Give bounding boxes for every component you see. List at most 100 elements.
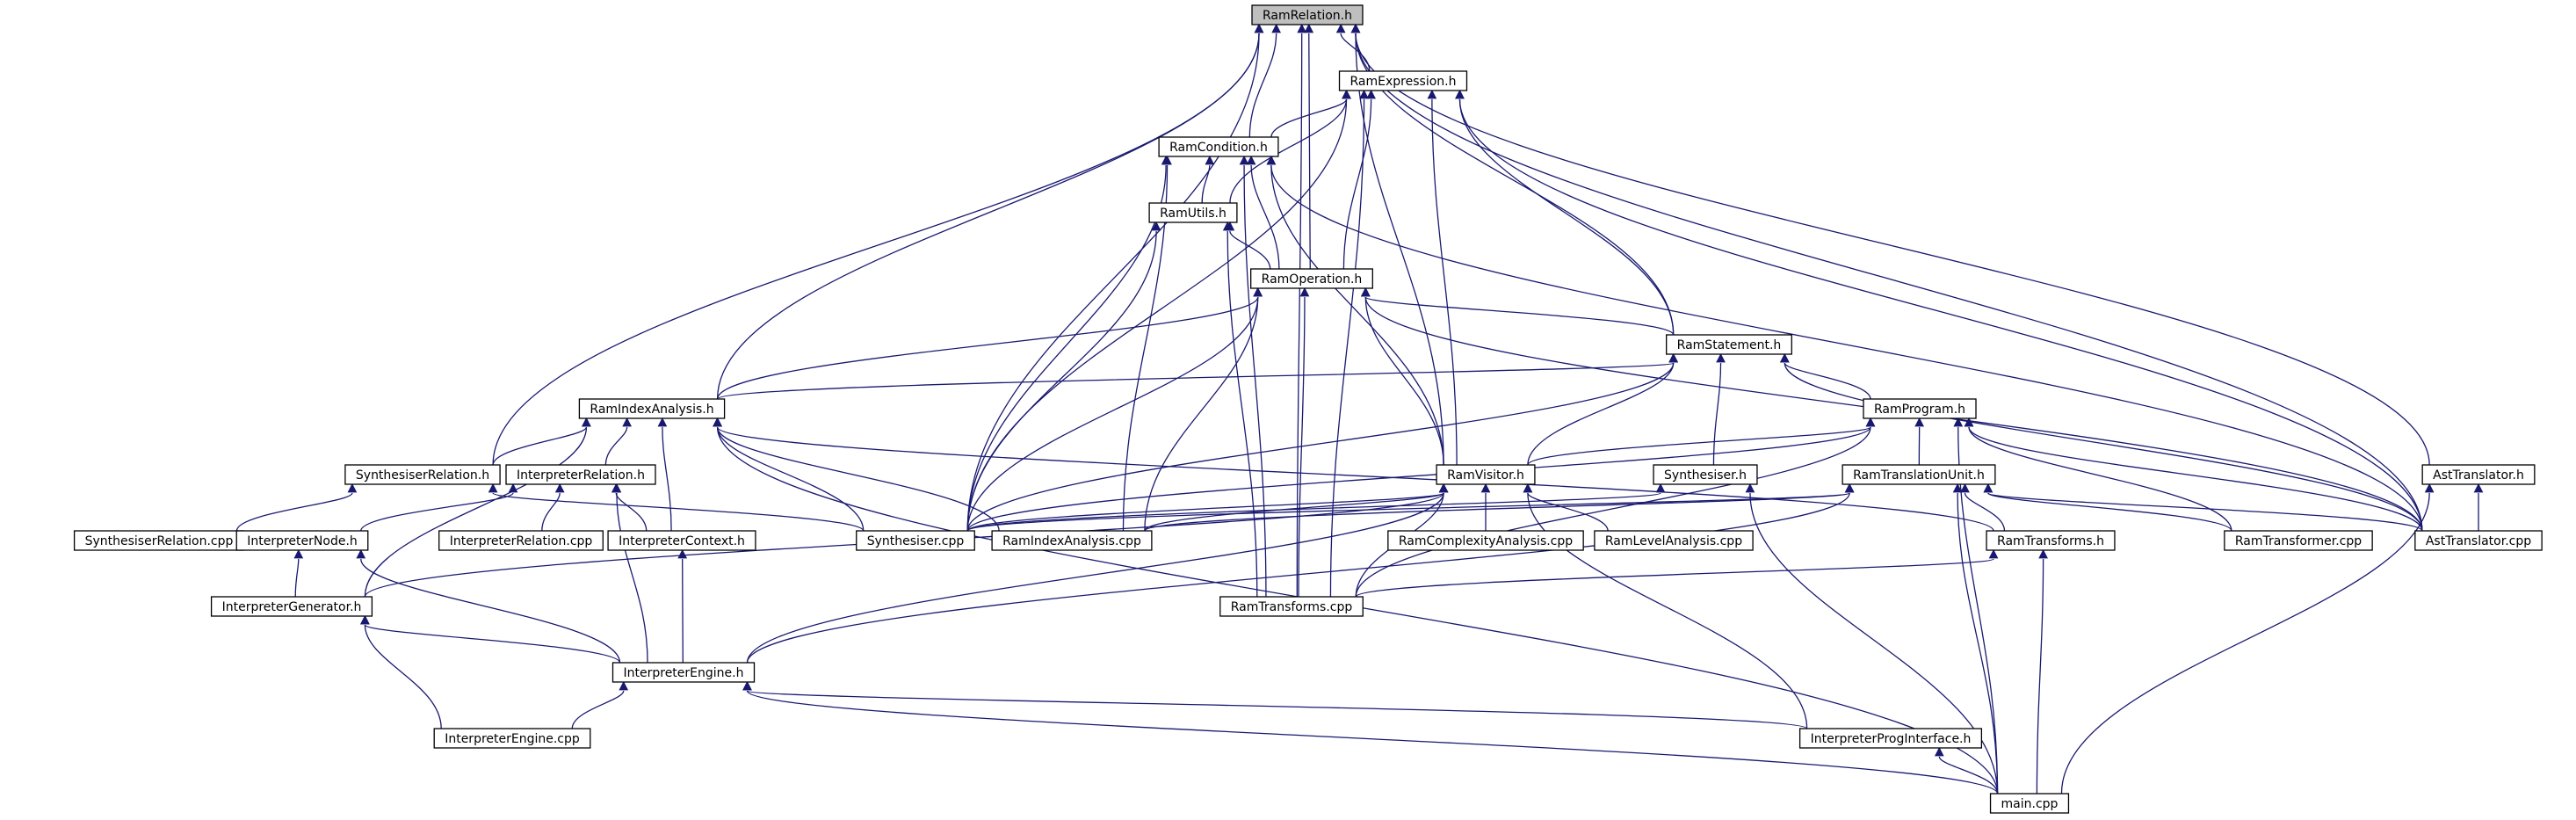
edge-asttranslator-cpp-to-ramprogram bbox=[1964, 417, 2423, 532]
edge-line bbox=[966, 33, 1260, 532]
node-label: InterpreterEngine.cpp bbox=[445, 732, 580, 746]
node-ramprogram[interactable]: RamProgram.h bbox=[1863, 398, 1977, 419]
edge-interpreterengine-h-to-interpretergenerator bbox=[360, 614, 621, 664]
edge-asttranslator-cpp-to-ramtranslationunit bbox=[1983, 483, 2423, 532]
node-label: RamOperation.h bbox=[1262, 272, 1363, 287]
arrowhead bbox=[1455, 89, 1465, 99]
node-ramvisitor[interactable]: RamVisitor.h bbox=[1436, 464, 1536, 485]
node-synthesiserrelation-cpp[interactable]: SynthesiserRelation.cpp bbox=[73, 530, 245, 551]
edge-synthesiser-cpp-to-ramindexanalysis bbox=[713, 417, 865, 532]
node-box bbox=[1158, 136, 1279, 157]
edge-line bbox=[716, 362, 1675, 400]
edge-line bbox=[746, 690, 1999, 795]
node-interpreterengine-h[interactable]: InterpreterEngine.h bbox=[611, 662, 756, 683]
node-synthesiserrelation-h[interactable]: SynthesiserRelation.h bbox=[344, 464, 501, 485]
node-ramcondition[interactable]: RamCondition.h bbox=[1158, 136, 1279, 157]
node-box bbox=[1250, 268, 1373, 289]
node-box bbox=[607, 530, 756, 551]
arrowhead bbox=[1253, 287, 1263, 297]
arrowhead bbox=[1427, 89, 1437, 99]
node-ramcomplexityanalysis[interactable]: RamComplexityAnalysis.cpp bbox=[1387, 530, 1584, 551]
arrowhead bbox=[1668, 352, 1679, 363]
node-ramtranslationunit[interactable]: RamTranslationUnit.h bbox=[1842, 464, 1996, 485]
node-interpretergenerator[interactable]: InterpreterGenerator.h bbox=[210, 596, 373, 617]
edge-interpreternode-to-interpreterrelation-h bbox=[360, 483, 518, 532]
node-ramtransforms-cpp[interactable]: RamTransforms.cpp bbox=[1219, 596, 1364, 617]
edge-interpretergenerator-to-interpreternode bbox=[293, 548, 304, 598]
edge-line bbox=[716, 296, 1259, 400]
arrowhead bbox=[1964, 417, 1974, 427]
edge-synthesiser-cpp-to-ramtranslationunit bbox=[966, 483, 1855, 532]
node-label: InterpreterRelation.cpp bbox=[450, 534, 593, 548]
arrowhead bbox=[1162, 155, 1172, 165]
node-interpreterrelation-h[interactable]: InterpreterRelation.h bbox=[505, 464, 656, 485]
edge-interpreterengine-h-to-interpreterrelation-h bbox=[611, 483, 648, 664]
node-box bbox=[991, 530, 1153, 551]
node-ramindexanalysis-cpp[interactable]: RamIndexAnalysis.cpp bbox=[991, 530, 1153, 551]
edge-ramprogram-to-ramstatement bbox=[1779, 352, 1871, 400]
node-box bbox=[1148, 202, 1238, 223]
node-ramtransforms-h[interactable]: RamTransforms.h bbox=[1986, 530, 2116, 551]
node-ramrelation[interactable]: RamRelation.h bbox=[1251, 4, 1364, 25]
node-ramoperation[interactable]: RamOperation.h bbox=[1250, 268, 1373, 289]
edge-line bbox=[716, 426, 1994, 532]
edge-ramvisitor-to-ramoperation bbox=[1360, 287, 1444, 466]
arrowhead bbox=[1266, 155, 1277, 165]
arrowhead bbox=[1953, 417, 1964, 427]
node-box bbox=[1387, 530, 1584, 551]
node-ramutils[interactable]: RamUtils.h bbox=[1148, 202, 1238, 223]
edge-ramindexanalysis-to-ramoperation bbox=[716, 287, 1263, 400]
node-interpreterengine-cpp[interactable]: InterpreterEngine.cpp bbox=[433, 728, 591, 749]
arrowhead bbox=[1655, 483, 1666, 493]
edge-line bbox=[1458, 98, 1675, 336]
arrowhead bbox=[508, 483, 518, 493]
node-interpreterproginterface[interactable]: InterpreterProgInterface.h bbox=[1798, 728, 1983, 749]
edge-line bbox=[1144, 492, 1444, 532]
edge-line bbox=[571, 690, 625, 729]
edge-ramtransforms-cpp-to-ramutils bbox=[1222, 221, 1258, 598]
node-interpreternode[interactable]: InterpreterNode.h bbox=[235, 530, 369, 551]
node-label: RamCondition.h bbox=[1169, 141, 1268, 155]
edge-line bbox=[1431, 98, 1458, 466]
node-main-cpp[interactable]: main.cpp bbox=[1989, 793, 2070, 814]
node-interpreterrelation-cpp[interactable]: InterpreterRelation.cpp bbox=[438, 530, 604, 551]
edge-line bbox=[294, 558, 300, 598]
node-box bbox=[505, 464, 656, 485]
edge-interpreterproginterface-to-interpreterengine-h bbox=[742, 680, 1808, 729]
arrowhead bbox=[1745, 483, 1755, 493]
node-ramindexanalysis[interactable]: RamIndexAnalysis.h bbox=[578, 398, 726, 419]
arrowhead bbox=[1246, 155, 1256, 165]
edge-ramtransforms-cpp-to-ramoperation bbox=[1298, 287, 1310, 598]
edge-line bbox=[1527, 426, 1871, 466]
node-label: InterpreterEngine.h bbox=[624, 666, 744, 680]
node-asttranslator-cpp[interactable]: AstTranslator.cpp bbox=[2414, 530, 2543, 551]
node-box bbox=[2414, 530, 2543, 551]
node-ramtransformer-cpp[interactable]: RamTransformer.cpp bbox=[2224, 530, 2373, 551]
node-box bbox=[235, 530, 369, 551]
arrowhead bbox=[1335, 23, 1346, 33]
edge-interpreterengine-cpp-to-interpretergenerator bbox=[360, 614, 442, 729]
edge-line bbox=[492, 492, 865, 532]
arrowhead bbox=[1271, 23, 1282, 33]
node-synthesiser-cpp[interactable]: Synthesiser.cpp bbox=[856, 530, 975, 551]
node-ramexpression[interactable]: RamExpression.h bbox=[1338, 70, 1468, 91]
node-asttranslator-h[interactable]: AstTranslator.h bbox=[2421, 464, 2536, 485]
arrowhead bbox=[1716, 352, 1726, 363]
edge-line bbox=[1226, 230, 1258, 598]
edge-line bbox=[1458, 98, 2423, 532]
edge-line bbox=[966, 492, 1850, 532]
edge-line bbox=[1243, 164, 1267, 598]
node-ramlevelanalysis[interactable]: RamLevelAnalysis.cpp bbox=[1594, 530, 1754, 551]
edge-main-cpp-to-ramtransforms-h bbox=[2036, 548, 2048, 795]
node-synthesiser-h[interactable]: Synthesiser.h bbox=[1653, 464, 1758, 485]
node-ramstatement[interactable]: RamStatement.h bbox=[1666, 334, 1792, 355]
edge-main-cpp-to-asttranslator-h bbox=[2060, 483, 2435, 795]
node-box bbox=[2224, 530, 2373, 551]
arrowhead bbox=[1952, 483, 1963, 493]
arrowhead bbox=[1480, 483, 1491, 493]
edge-line bbox=[1364, 296, 1675, 336]
node-interpretercontext[interactable]: InterpreterContext.h bbox=[607, 530, 756, 551]
node-box bbox=[210, 596, 373, 617]
edge-line bbox=[1201, 164, 1211, 204]
edge-line bbox=[1144, 296, 1259, 532]
